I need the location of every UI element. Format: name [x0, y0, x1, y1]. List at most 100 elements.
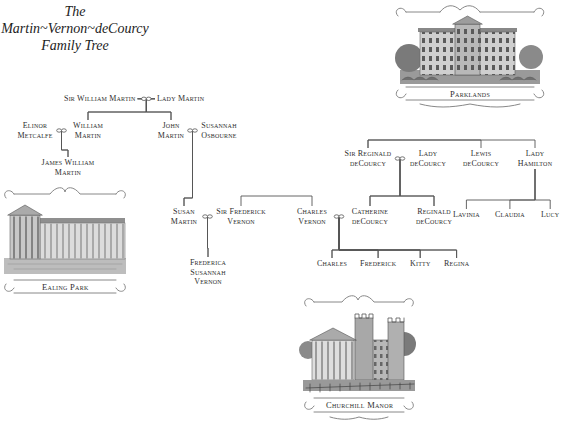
scroll-ornament [5, 188, 126, 198]
family-line [332, 217, 343, 259]
person-name: Frederick [358, 258, 398, 270]
name-text: James William Martin [36, 158, 100, 177]
marriage-ornament [57, 129, 67, 132]
name-text: Susan Martin [166, 207, 202, 226]
family-line [57, 131, 68, 158]
name-text: Charles Vernon [291, 207, 333, 226]
person-name: Catherine deCourcy [343, 206, 397, 227]
portico [10, 215, 40, 259]
family-line [368, 140, 481, 148]
ornament-loop [142, 97, 147, 100]
marriage-ornament [395, 157, 405, 160]
battlements [355, 314, 373, 318]
name-text: Sir Frederick Vernon [213, 207, 269, 226]
name-text: Lavinia [453, 210, 480, 220]
ornament-loop [203, 215, 208, 218]
name-text: Lady Martin [157, 94, 204, 104]
estate-name: Ealing Park [42, 282, 89, 292]
columns [316, 342, 352, 379]
ornament-loop [188, 129, 193, 132]
ornament-loop [208, 215, 213, 218]
name-text: Lucy [541, 210, 559, 220]
person-name: Lady Martin [155, 93, 206, 105]
family-line [241, 196, 312, 206]
columns [14, 217, 38, 258]
person-name: Elinor Metcalfe [13, 120, 57, 141]
battlements [388, 318, 404, 322]
name-text: Lady Hamilton [512, 149, 558, 168]
tower [355, 318, 373, 380]
person-name: Sir Frederick Vernon [211, 206, 271, 227]
person-name: Reginald deCourcy [407, 206, 461, 227]
person-name: Sir William Martin [62, 93, 138, 105]
columns [45, 224, 123, 258]
name-text: Catherine deCourcy [345, 207, 395, 226]
name-text: Sir Reginald deCourcy [339, 149, 397, 168]
ornament-loop [193, 129, 198, 132]
name-text: Regina [444, 259, 469, 269]
family-line [184, 131, 194, 207]
colonnade [40, 223, 125, 259]
family-line [466, 169, 535, 209]
scroll-banner [5, 280, 126, 293]
name-text: Frederica Susannah Vernon [185, 258, 231, 287]
scroll-ornament [305, 296, 414, 306]
ornament-loop [146, 97, 151, 100]
tree [395, 44, 423, 72]
name-text: John Martin [153, 121, 189, 140]
name-text: Charles [317, 259, 347, 269]
ornament-loop [57, 129, 62, 132]
name-text: Kitty [410, 259, 430, 269]
family-line [535, 169, 550, 209]
roof [40, 218, 125, 223]
person-name: James William Martin [34, 157, 102, 178]
ornament-loop [334, 215, 339, 218]
lawn [4, 258, 126, 274]
scroll-banner [396, 87, 544, 107]
ornament-loop [62, 129, 67, 132]
person-name: Charles Vernon [289, 206, 335, 227]
lawn-lines [8, 264, 122, 269]
family-line [332, 217, 339, 259]
name-text: Reginald deCourcy [409, 207, 459, 226]
name-text: Sir William Martin [64, 94, 136, 104]
person-name: Regina [442, 258, 471, 270]
center-pavilion [455, 24, 480, 75]
fence [306, 383, 414, 392]
tower [388, 322, 404, 380]
tree [519, 45, 543, 69]
person-name: Lucy [539, 209, 561, 221]
name-text: Lady deCourcy [403, 149, 453, 168]
name-text: Elinor Metcalfe [15, 121, 55, 140]
pediment [310, 328, 356, 340]
person-name: William Martin [66, 120, 110, 141]
name-text: Susannah Osbourne [196, 121, 242, 140]
lawn [303, 380, 415, 391]
pediment [8, 205, 42, 215]
family-line [510, 169, 535, 209]
name-text: William Martin [68, 121, 108, 140]
scroll-ornament [396, 6, 544, 16]
estate-name: Parklands [450, 89, 490, 99]
person-name: Susan Martin [164, 206, 204, 227]
person-name: Lady deCourcy [401, 148, 455, 169]
person-name: Lady Hamilton [510, 148, 560, 169]
family-line [208, 217, 212, 258]
marriage-ornament [334, 215, 344, 218]
ealing-park-illustration [4, 188, 126, 293]
marriage-ornament [142, 97, 152, 100]
pediment [453, 16, 482, 24]
name-text: Frederick [360, 259, 396, 269]
ornament-loop [339, 215, 344, 218]
portico [312, 340, 354, 380]
name-text: Claudia [495, 210, 525, 220]
windows [455, 28, 480, 72]
person-name: Sir Reginald deCourcy [337, 148, 399, 169]
marriage-ornament [188, 129, 198, 132]
parklands-illustration [395, 6, 544, 107]
estate-name: Churchill Manor [326, 400, 393, 410]
person-name: Charles [315, 258, 349, 270]
